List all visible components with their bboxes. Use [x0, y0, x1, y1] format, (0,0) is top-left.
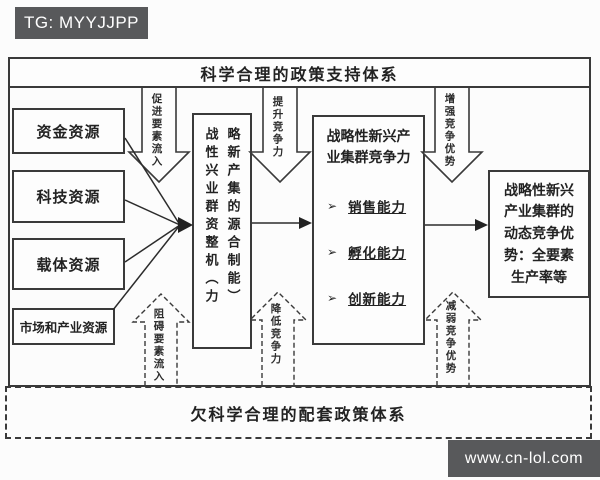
advantage-line-3: 动态竞争优	[504, 225, 574, 242]
label-lower-competitiveness: 降低竞争力	[269, 303, 282, 366]
list-item: ➢ 创新能力	[314, 288, 423, 308]
integration-column-right: 略新产集的源合制能）	[225, 127, 241, 307]
integration-column-left: 战性兴业群资整机（力	[203, 127, 219, 307]
list-item: ➢ 销售能力	[314, 196, 423, 216]
cluster-competitiveness-box: 战略性新兴产 业集群竞争力 ➢ 销售能力 ➢ 孵化能力 ➢ 创新能力	[312, 115, 425, 345]
capability-incubation: 孵化能力	[348, 246, 407, 261]
resource-box-carrier: 载体资源	[12, 238, 125, 290]
resource-box-market-industry: 市场和产业资源	[12, 308, 115, 345]
arrowhead-bullet-icon: ➢	[327, 245, 338, 259]
label-promote-factor-inflow: 促进要素流入	[150, 93, 163, 168]
label-weaken-advantage: 减弱竞争优势	[444, 300, 457, 375]
capability-sales: 销售能力	[348, 200, 407, 215]
label-raise-competitiveness: 提升竞争力	[271, 96, 284, 159]
capability-innovation: 创新能力	[348, 292, 407, 307]
arrowhead-bullet-icon: ➢	[327, 199, 338, 213]
capability-list: ➢ 销售能力 ➢ 孵化能力 ➢ 创新能力	[314, 196, 423, 308]
cluster-title-line-1: 战略性新兴产	[326, 128, 411, 144]
watermark-bottom-right: www.cn-lol.com	[448, 440, 600, 477]
cluster-title-line-2: 业集群竞争力	[326, 149, 411, 165]
integration-mechanism-box: 战性兴业群资整机（力 略新产集的源合制能）	[192, 113, 252, 349]
list-item: ➢ 孵化能力	[314, 242, 423, 262]
policy-support-system-box: 科学合理的政策支持体系	[8, 57, 591, 88]
advantage-line-1: 战略性新兴	[504, 181, 574, 198]
watermark-top-left: TG: MYYJJPP	[15, 7, 148, 39]
resource-box-science-tech: 科技资源	[12, 170, 125, 223]
label-strengthen-advantage: 增强竞争优势	[443, 93, 456, 168]
resource-box-capital: 资金资源	[12, 108, 125, 154]
supporting-policy-system-box: 欠科学合理的配套政策体系	[5, 386, 592, 439]
advantage-line-5: 生产率等	[511, 268, 567, 285]
advantage-line-4: 势：全要素	[504, 246, 574, 263]
label-hinder-factor-inflow: 阻碍要素流入	[152, 308, 165, 383]
arrowhead-bullet-icon: ➢	[327, 291, 338, 305]
dynamic-advantage-box: 战略性新兴 产业集群的 动态竞争优 势：全要素 生产率等	[488, 170, 590, 298]
advantage-line-2: 产业集群的	[504, 203, 574, 220]
cluster-title: 战略性新兴产 业集群竞争力	[314, 126, 423, 168]
